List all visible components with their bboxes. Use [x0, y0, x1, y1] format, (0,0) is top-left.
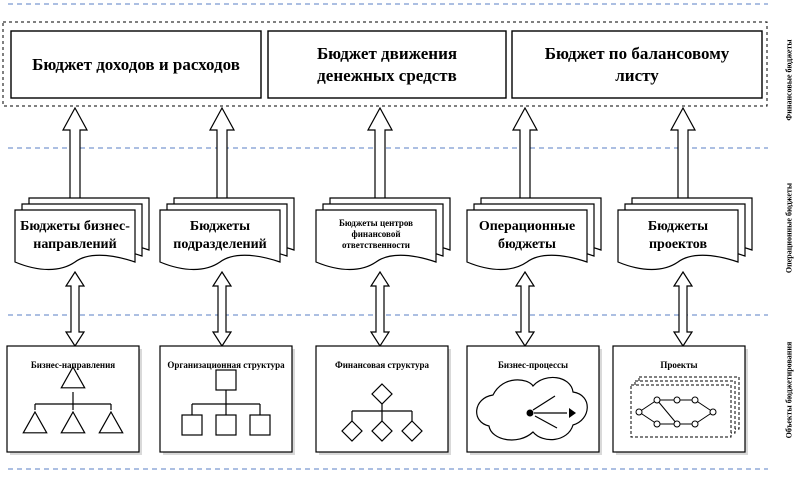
arrows-obj-op — [64, 270, 694, 348]
project-node-icon — [673, 420, 681, 428]
arrow-double — [514, 270, 536, 348]
financial-budget-bdr: Бюджет доходов и расходов — [10, 30, 262, 99]
project-edge-icon — [694, 399, 714, 413]
tree-connector-icon — [191, 390, 261, 415]
diamond-node-icon — [401, 420, 423, 442]
doc-sheet-front — [315, 209, 437, 271]
arrows-op-to-fin — [61, 106, 697, 213]
side-label-financial: Финансовые бюджеты — [784, 39, 794, 121]
financial-budget-box — [267, 30, 507, 99]
budgeting-object-org-structure: Организационная структура — [159, 345, 295, 455]
arrow-double — [369, 270, 391, 348]
doc-sheet-front — [466, 209, 588, 271]
object-label: Проекты — [660, 360, 697, 370]
square-node-icon — [249, 414, 271, 436]
arrow-up — [511, 106, 539, 213]
project-edge-icon — [656, 399, 678, 425]
triangle-node-icon — [98, 410, 124, 434]
project-node-icon — [635, 408, 643, 416]
triangle-node-icon — [60, 410, 86, 434]
budgeting-object-fin-structure: Финансовая структура — [315, 345, 451, 455]
arrow-up — [669, 106, 697, 213]
side-label-objects: Объекты бюджетирования — [784, 341, 794, 439]
process-end-icon — [569, 408, 576, 418]
budgeting-object-business-directions: Бизнес-направления — [6, 345, 142, 455]
project-node-icon — [653, 420, 661, 428]
arrow-double — [64, 270, 86, 348]
operational-budget-label: Бюджеты бизнес-направлений — [20, 219, 130, 252]
project-node-icon — [691, 396, 699, 404]
financial-budget-label: Бюджет доходов и расходов — [32, 55, 240, 74]
budgeting-objects-row: Бизнес-направления Организационная структ… — [6, 345, 748, 455]
project-edge-icon — [638, 399, 658, 413]
triangle-node-icon — [60, 365, 86, 389]
object-box — [466, 345, 600, 453]
level-dividers — [2, 3, 768, 470]
tree-connector-icon — [351, 404, 413, 421]
diamond-node-icon — [341, 420, 363, 442]
budgeting-object-business-processes: Бизнес-процессы — [466, 345, 602, 455]
arrow-up — [366, 106, 394, 213]
square-node-icon — [215, 414, 237, 436]
object-label: Бизнес-направления — [31, 360, 115, 370]
project-node-icon — [653, 396, 661, 404]
project-node-icon — [673, 396, 681, 404]
arrow-double — [211, 270, 233, 348]
object-label: Бизнес-процессы — [498, 360, 568, 370]
financial-group-frame — [2, 21, 768, 107]
financial-budget-box — [10, 30, 262, 99]
doc-sheet-front — [617, 209, 739, 271]
operational-budget-business-directions: Бюджеты бизнес-направлений — [14, 197, 150, 271]
object-label: Финансовая структура — [335, 360, 429, 370]
process-flow-icon — [532, 395, 567, 429]
financial-budget-box — [511, 30, 763, 99]
triangle-node-icon — [22, 410, 48, 434]
arrow-up — [208, 106, 236, 213]
project-edge-icon — [694, 411, 714, 425]
arrow-up — [61, 106, 89, 213]
object-box — [315, 345, 449, 453]
budgeting-object-projects: Проекты — [612, 345, 748, 455]
process-cloud-icon — [476, 376, 588, 441]
doc-sheet-front — [14, 209, 136, 271]
process-start-icon — [526, 409, 534, 417]
diamond-node-icon — [371, 420, 393, 442]
financial-budgets-row: Бюджет доходов и расходов Бюджет движения… — [10, 30, 763, 99]
arrow-double — [672, 270, 694, 348]
project-node-icon — [709, 408, 717, 416]
tree-connector-icon — [34, 392, 112, 410]
object-label: Организационная структура — [167, 360, 285, 370]
square-node-icon — [181, 414, 203, 436]
side-label-operational: Операционные бюджеты — [784, 182, 794, 274]
project-edge-icon — [638, 411, 658, 425]
project-node-icon — [691, 420, 699, 428]
doc-sheet-front — [159, 209, 281, 271]
